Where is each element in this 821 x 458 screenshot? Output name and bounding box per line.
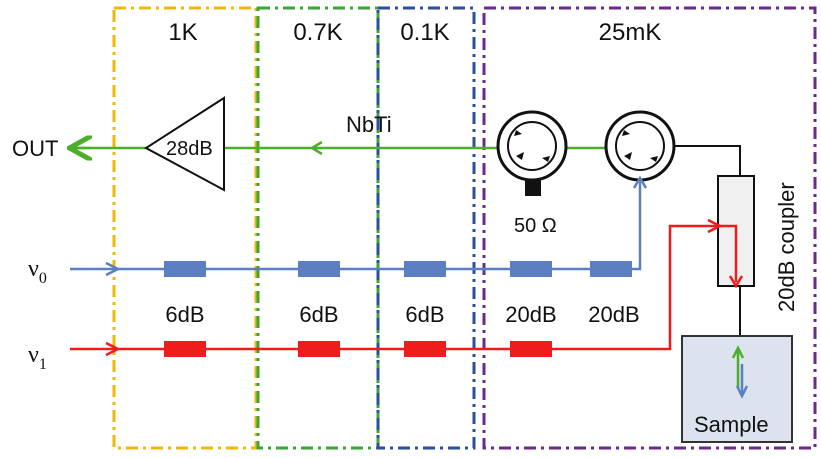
circulator-1-icon [496, 110, 568, 182]
stage-label-0p7k: 0.7K [293, 19, 342, 46]
attenuation-label-25mk-1: 20dB [505, 302, 556, 327]
attenuator-nu1-0p7k [298, 341, 340, 357]
attenuator-nu1-0p1k [404, 341, 446, 357]
circulator-2-input-arrow-icon [632, 175, 648, 189]
termination-50-ohm-icon [525, 180, 541, 196]
amplifier-gain-label: 28dB [166, 138, 213, 160]
attenuator-nu0-1k [164, 261, 206, 277]
stage-0p1k-box [376, 6, 476, 450]
sample-up-arrow-icon [731, 345, 745, 359]
stage-1k-box [112, 6, 258, 450]
attenuator-nu1-1k [164, 341, 206, 357]
attenuator-nu0-0p1k [404, 261, 446, 277]
attenuation-label-1k: 6dB [165, 302, 204, 327]
sample-label: Sample [694, 412, 769, 437]
input-nu1-symbol: ν1 [28, 342, 47, 373]
coupler-label: 20dB coupler [774, 182, 799, 312]
attenuation-label-0p1k: 6dB [405, 302, 444, 327]
attenuation-label-25mk-2: 20dB [588, 302, 639, 327]
input-nu0-line [70, 182, 642, 271]
input-nu1-line [70, 224, 738, 351]
attenuator-nu1-25mk [510, 341, 552, 357]
coupler-input-arrow-icon [707, 218, 723, 234]
coupler-output-arrow-icon [728, 275, 744, 289]
input-nu0-arrow-icon [105, 261, 121, 277]
sample-down-arrow-icon [735, 385, 749, 399]
termination-label: 50 Ω [514, 215, 557, 237]
attenuator-nu0-25mk-2 [590, 261, 632, 277]
stage-label-0p1k: 0.1K [400, 19, 449, 46]
output-label: OUT [12, 136, 58, 161]
nbti-line-arrow-icon [309, 140, 323, 156]
circulator-2-icon [604, 110, 676, 182]
nbti-label: NbTi [346, 112, 392, 137]
input-nu0-symbol: ν0 [28, 256, 47, 287]
input-nu1-arrow-icon [105, 341, 121, 357]
amplifier-icon [144, 96, 225, 192]
stage-0p7k-box [256, 6, 380, 450]
attenuator-nu0-25mk-1 [510, 261, 552, 277]
stage-label-25mk: 25mK [599, 19, 662, 46]
attenuator-nu0-0p7k [298, 261, 340, 277]
stage-label-1k: 1K [168, 19, 197, 46]
stage-25mk-box [482, 6, 817, 450]
sample-line [674, 145, 741, 178]
attenuation-label-0p7k: 6dB [299, 302, 338, 327]
